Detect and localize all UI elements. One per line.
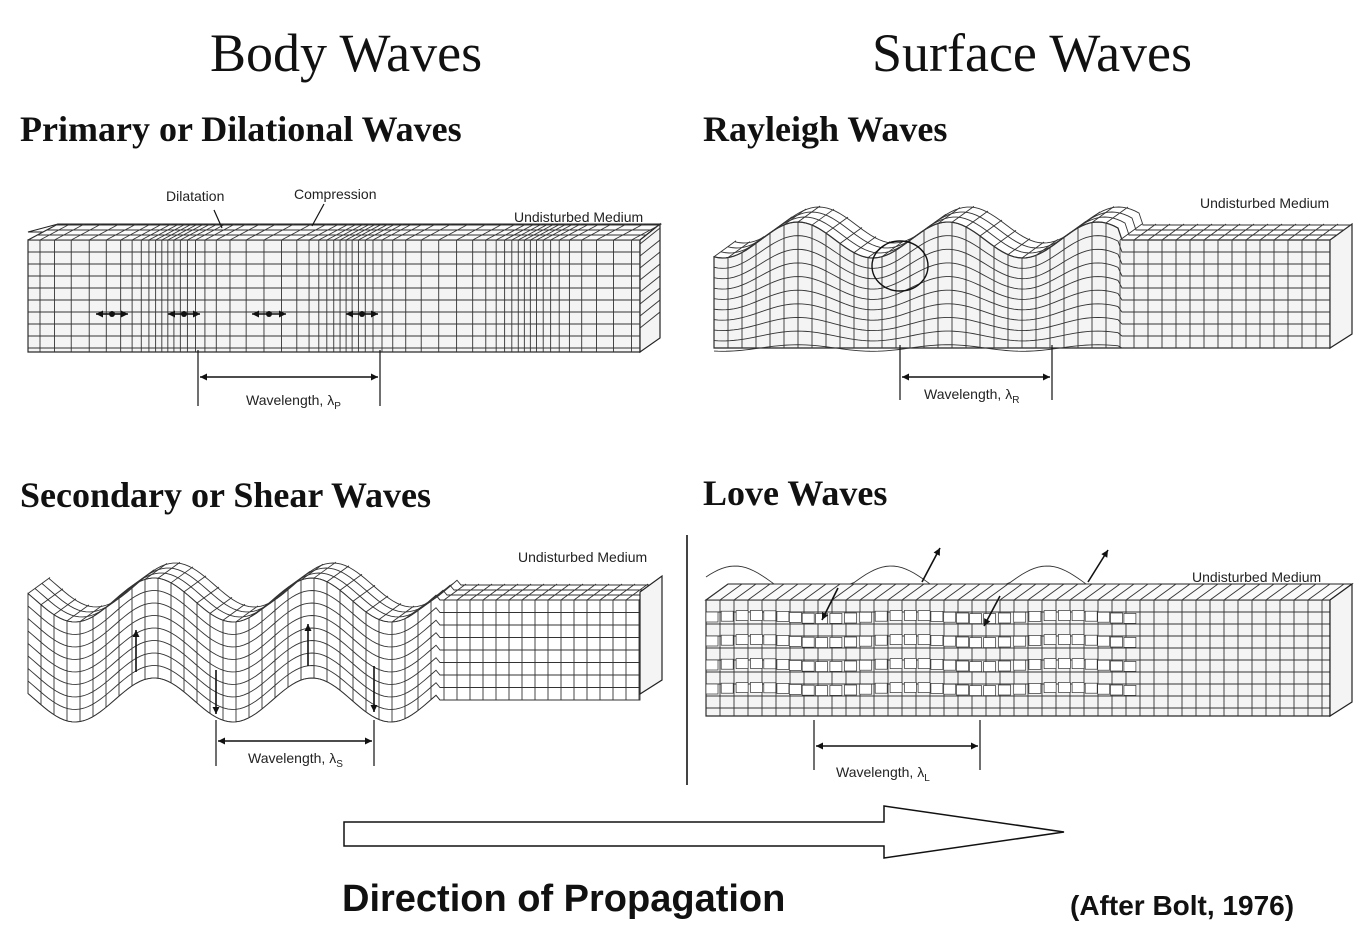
particle-arrow-head	[252, 310, 259, 318]
secondary-wavelength-label: Wavelength, λS	[248, 750, 343, 770]
secondary-undisturbed-medium-label: Undisturbed Medium	[518, 549, 648, 565]
dilatation-label: Dilatation	[166, 188, 225, 204]
primary-undisturbed-medium-label: Undisturbed Medium	[514, 209, 644, 225]
love-particle-arrow-head	[1101, 550, 1108, 558]
rayleigh-waves-title: Rayleigh Waves	[703, 109, 948, 149]
wavelength-arrow-right-head	[371, 373, 378, 381]
primary-wavelength-label: Wavelength, λP	[246, 392, 341, 412]
secondary-waves-title: Secondary or Shear Waves	[20, 475, 432, 515]
particle-arrow-head	[371, 310, 378, 318]
love-particle-arrow-head	[822, 612, 829, 620]
secondary-wavelength-arrow-right-head	[365, 737, 372, 745]
compression-label: Compression	[294, 186, 377, 202]
particle-dot	[109, 311, 115, 317]
love-wavelength-arrow-left-head	[816, 742, 823, 750]
rayleigh-wavelength-label: Wavelength, λR	[924, 386, 1020, 406]
love-wavelength-label: Wavelength, λL	[836, 764, 930, 784]
love-undisturbed-medium-label: Undisturbed Medium	[1192, 569, 1322, 585]
secondary-wavelength-arrow-left-head	[218, 737, 225, 745]
particle-dot	[359, 311, 365, 317]
particle-arrow-head	[96, 310, 103, 318]
body-waves-heading: Body Waves	[210, 23, 483, 83]
rayleigh-wavelength-arrow-left-head	[902, 373, 909, 381]
shear-particle-arrow-head	[132, 630, 140, 637]
column-divider	[686, 535, 688, 785]
shear-particle-arrow-head	[304, 624, 312, 631]
dilatation-pointer	[213, 209, 223, 229]
surface-waves-heading: Surface Waves	[872, 23, 1193, 83]
love-wavelength-arrow-right-head	[971, 742, 978, 750]
particle-dot	[266, 311, 272, 317]
particle-arrow-head	[168, 310, 175, 318]
wavelength-arrow-left-head	[200, 373, 207, 381]
direction-of-propagation-label: Direction of Propagation	[342, 878, 786, 920]
particle-arrow-head	[279, 310, 286, 318]
particle-arrow-head	[121, 310, 128, 318]
love-waves-title: Love Waves	[703, 473, 888, 513]
particle-arrow-head	[193, 310, 200, 318]
compression-pointer	[311, 203, 325, 227]
particle-dot	[181, 311, 187, 317]
primary-waves-title: Primary or Dilational Waves	[20, 109, 462, 149]
rayleigh-undisturbed-medium-label: Undisturbed Medium	[1200, 195, 1330, 211]
credit-label: (After Bolt, 1976)	[1070, 890, 1295, 921]
particle-arrow-head	[346, 310, 353, 318]
love-particle-arrow-head	[984, 618, 991, 626]
rayleigh-wavelength-arrow-right-head	[1043, 373, 1050, 381]
shear-particle-arrow-head	[370, 705, 378, 712]
love-particle-arrow-head	[933, 548, 940, 556]
shear-particle-arrow-head	[212, 707, 220, 714]
